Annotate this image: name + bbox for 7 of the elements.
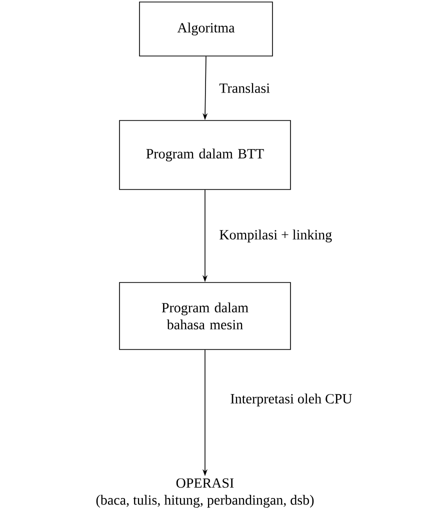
process-box: Algoritma bbox=[139, 2, 273, 56]
edge-label: Translasi bbox=[218, 82, 272, 94]
output-text: OPERASI (baca, tulis, hitung, perbandingan, dsb) bbox=[96, 478, 314, 508]
process-box: Program dalam BTT bbox=[119, 120, 291, 190]
edge-label: Interpretasi oleh CPU bbox=[229, 392, 354, 408]
process-box: Program dalam bahasa mesin bbox=[119, 282, 291, 350]
edge-label: Kompilasi + linking bbox=[218, 228, 334, 244]
